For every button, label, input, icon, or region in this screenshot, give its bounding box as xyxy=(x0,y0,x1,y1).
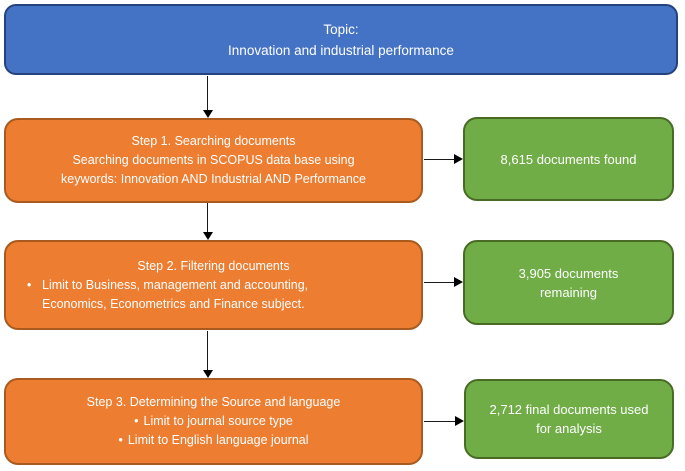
step2-bullet-1-text: Limit to Business, management and accoun… xyxy=(42,277,309,311)
arrow-topic-to-step1 xyxy=(202,76,213,118)
result3-label: 2,712 final documents used for analysis xyxy=(489,402,649,436)
step3-bullet-2-text: Limit to English language journal xyxy=(127,433,309,447)
result2-box: 3,905 documents remaining xyxy=(463,240,674,325)
arrow-step1-to-result1 xyxy=(424,154,463,164)
topic-box: Topic: Innovation and industrial perform… xyxy=(4,4,678,75)
step3-bullet-1-text: Limit to journal source type xyxy=(143,414,293,428)
step2-box: Step 2. Filtering documents • Limit to B… xyxy=(4,240,423,330)
result2-label: 3,905 documents remaining xyxy=(518,265,619,300)
step3-box: Step 3. Determining the Source and langu… xyxy=(4,378,423,465)
step2-title: Step 2. Filtering documents xyxy=(137,258,290,273)
topic-title: Innovation and industrial performance xyxy=(228,42,454,58)
bullet-icon: • xyxy=(118,433,123,447)
result1-label: 8,615 documents found xyxy=(500,151,637,167)
topic-heading: Topic: xyxy=(323,21,359,37)
result3-box: 2,712 final documents used for analysis xyxy=(464,379,674,459)
bullet-icon: • xyxy=(27,277,32,292)
step3-title: Step 3. Determining the Source and langu… xyxy=(86,395,341,409)
arrow-step3-to-result3 xyxy=(424,416,464,426)
arrow-step1-to-step2 xyxy=(202,203,213,240)
bullet-icon: • xyxy=(134,414,139,428)
step2-bullet-1: • Limit to Business, management and acco… xyxy=(6,276,421,314)
result1-box: 8,615 documents found xyxy=(463,117,674,201)
step1-line1: Searching documents in SCOPUS data base … xyxy=(72,153,355,167)
arrow-step2-to-step3 xyxy=(202,331,213,378)
step3-bullet-2: • Limit to English language journal xyxy=(6,431,421,450)
step1-title: Step 1. Searching documents xyxy=(131,134,296,148)
arrow-step2-to-result2 xyxy=(424,277,463,287)
step3-bullet-1: • Limit to journal source type xyxy=(6,412,421,431)
step1-box: Step 1. Searching documents Searching do… xyxy=(4,118,423,203)
step1-line2: keywords: Innovation AND Industrial AND … xyxy=(61,172,366,186)
